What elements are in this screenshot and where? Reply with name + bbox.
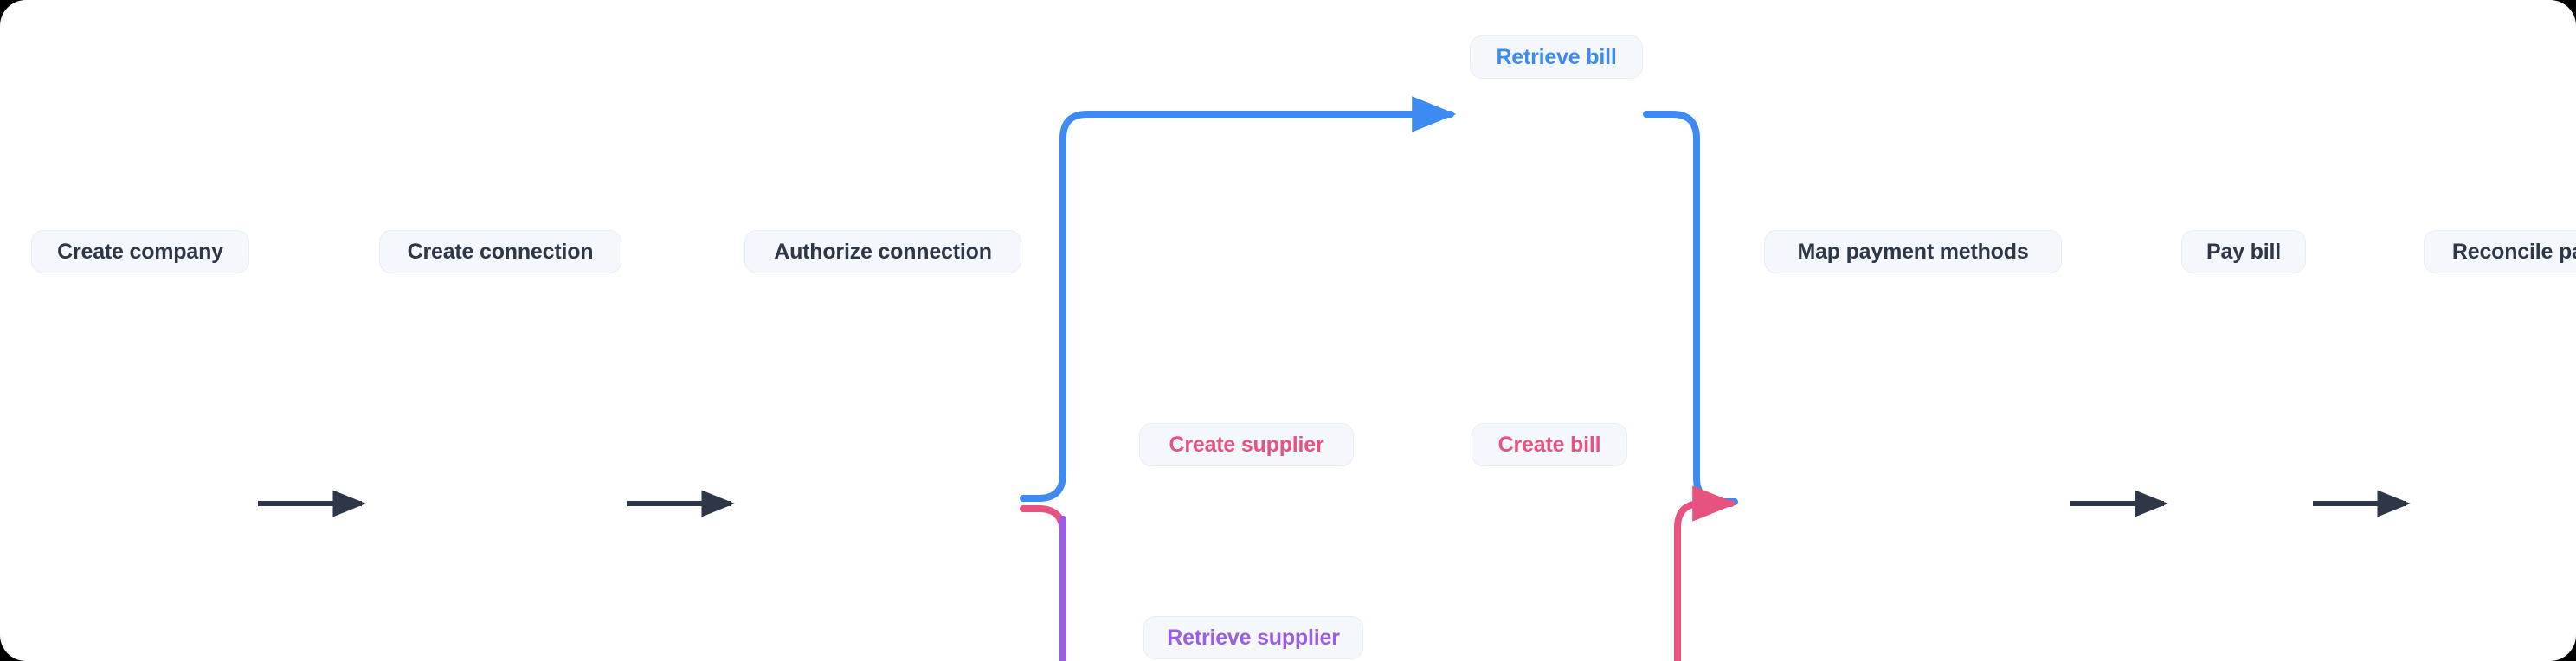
- edge-authorize-createsupplier: [1020, 505, 1066, 661]
- node-retrieve-bill[interactable]: Retrieve bill: [1470, 35, 1643, 79]
- node-label: Reconcile payments: [2451, 239, 2576, 264]
- node-label: Create company: [57, 239, 223, 264]
- node-reconcile-payments[interactable]: Reconcile payments: [2424, 230, 2576, 273]
- node-label: Map payment methods: [1797, 239, 2029, 264]
- node-create-connection[interactable]: Create connection: [379, 230, 621, 273]
- edge-retrievebill-mappayment: [1643, 111, 1738, 505]
- node-label: Retrieve bill: [1496, 44, 1617, 69]
- node-map-payment-methods[interactable]: Map payment methods: [1764, 230, 2062, 273]
- node-pay-bill[interactable]: Pay bill: [2181, 230, 2306, 273]
- node-label: Pay bill: [2206, 239, 2281, 264]
- node-label: Retrieve supplier: [1167, 625, 1340, 650]
- node-label: Create bill: [1497, 432, 1601, 457]
- node-label: Create connection: [407, 239, 594, 264]
- node-create-bill[interactable]: Create bill: [1472, 423, 1627, 466]
- node-label: Create supplier: [1169, 432, 1324, 457]
- edge-authorize-retrievesupplier: [1059, 516, 1066, 661]
- node-label: Authorize connection: [774, 239, 992, 264]
- node-authorize-connection[interactable]: Authorize connection: [744, 230, 1021, 273]
- node-retrieve-supplier[interactable]: Retrieve supplier: [1143, 616, 1363, 659]
- edge-createbill-mappayment: [1674, 485, 1737, 661]
- node-create-supplier[interactable]: Create supplier: [1139, 423, 1354, 466]
- node-create-company[interactable]: Create company: [31, 230, 249, 273]
